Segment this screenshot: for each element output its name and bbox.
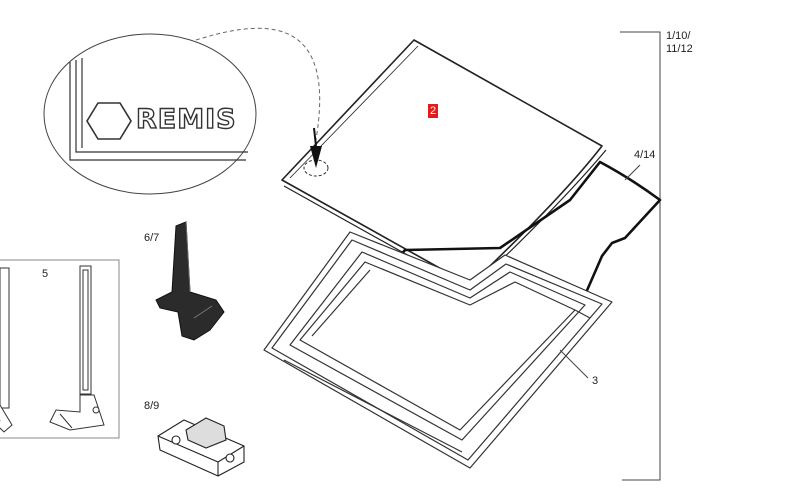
catch-part bbox=[157, 417, 245, 477]
callout-assembly-line2: 11/12 bbox=[666, 43, 693, 55]
assembly-bracket-line bbox=[620, 31, 661, 481]
callout-seal: 4/14 bbox=[634, 149, 656, 161]
arrow-pointer-icon bbox=[310, 146, 322, 168]
hinge-detail-box bbox=[0, 259, 120, 439]
frame-leader bbox=[559, 349, 589, 379]
hinge-left bbox=[0, 267, 13, 433]
handle-part bbox=[155, 221, 225, 341]
logo-wordmark: REMIS bbox=[135, 103, 237, 135]
callout-hinge: 5 bbox=[42, 268, 49, 280]
logo-detail-circle bbox=[43, 33, 257, 195]
callout-frame: 3 bbox=[592, 375, 599, 387]
logo-panel-edge bbox=[69, 58, 248, 161]
detail-leader-dashed bbox=[195, 27, 321, 146]
hinge-right bbox=[49, 265, 105, 431]
arrow-leader-line bbox=[313, 127, 317, 147]
hexagon-icon bbox=[86, 102, 132, 140]
callout-assembly-line1: 1/10/ bbox=[666, 30, 691, 42]
callout-catch: 8/9 bbox=[144, 400, 160, 412]
window-frame bbox=[263, 231, 613, 469]
callout-handle: 6/7 bbox=[144, 232, 160, 244]
callout-panel-highlight: 2 bbox=[428, 104, 439, 118]
seal-leader bbox=[624, 164, 641, 181]
lid-panel bbox=[281, 39, 607, 291]
